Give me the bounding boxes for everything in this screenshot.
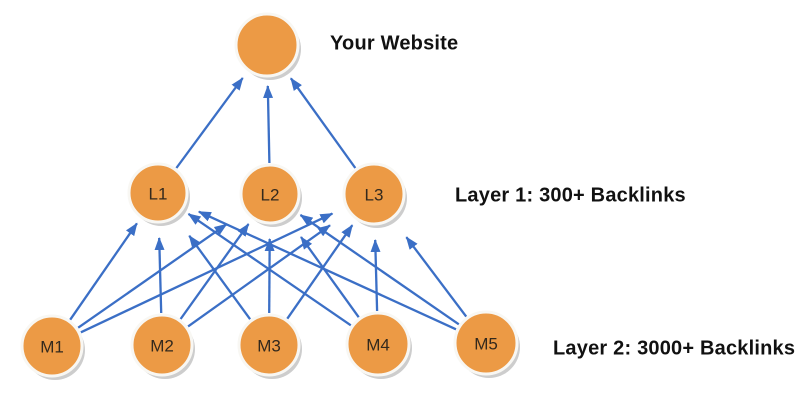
node-circle-L3: [342, 162, 406, 226]
arrow-edge-M1-L3: [80, 212, 334, 334]
node-label-L3: L3: [365, 186, 384, 205]
arrow-edge-M3-L3: [286, 224, 354, 320]
arrow-edge-M5-L2: [299, 214, 460, 326]
layer1-backlinks-label: Layer 1: 300+ Backlinks: [455, 184, 686, 207]
arrow-edge-M4-L2: [300, 236, 360, 318]
node-label-L1: L1: [149, 185, 168, 204]
node-circle-M1: [20, 314, 84, 378]
node-circle-M4: [345, 311, 411, 377]
arrow-edge-M2-L1: [154, 237, 165, 314]
arrow-edge-M4-L1: [187, 212, 352, 327]
arrow-edge-M3-L1: [188, 234, 252, 320]
arrow-edge-L2-website: [263, 85, 274, 164]
arrow-edge-M5-L1: [197, 210, 457, 331]
node-circle-M2: [130, 313, 194, 377]
node-circle-M3: [237, 313, 301, 377]
arrow-edge-M3-L2: [264, 238, 275, 314]
edges-group: [69, 77, 468, 334]
arrow-edge-M1-L2: [77, 223, 228, 329]
node-label-M1: M1: [40, 338, 64, 357]
node-circle-L1: [127, 162, 189, 224]
node-label-M4: M4: [366, 336, 390, 355]
node-label-M3: M3: [257, 337, 281, 356]
arrow-edge-M4-L3: [370, 239, 381, 312]
arrow-edge-M1-L1: [69, 222, 138, 321]
arrow-edge-L1-website: [175, 77, 244, 169]
layer2-backlinks-label: Layer 2: 3000+ Backlinks: [553, 337, 796, 360]
node-circle-M5: [453, 310, 519, 376]
arrow-edge-M5-L3: [405, 236, 468, 318]
arrow-edge-L3-website: [289, 77, 357, 169]
website-label: Your Website: [330, 32, 459, 55]
node-label-L2: L2: [261, 186, 280, 205]
node-circle-website: [234, 12, 300, 78]
node-label-M2: M2: [150, 337, 174, 356]
node-label-M5: M5: [474, 335, 498, 354]
node-circle-L2: [239, 163, 301, 225]
